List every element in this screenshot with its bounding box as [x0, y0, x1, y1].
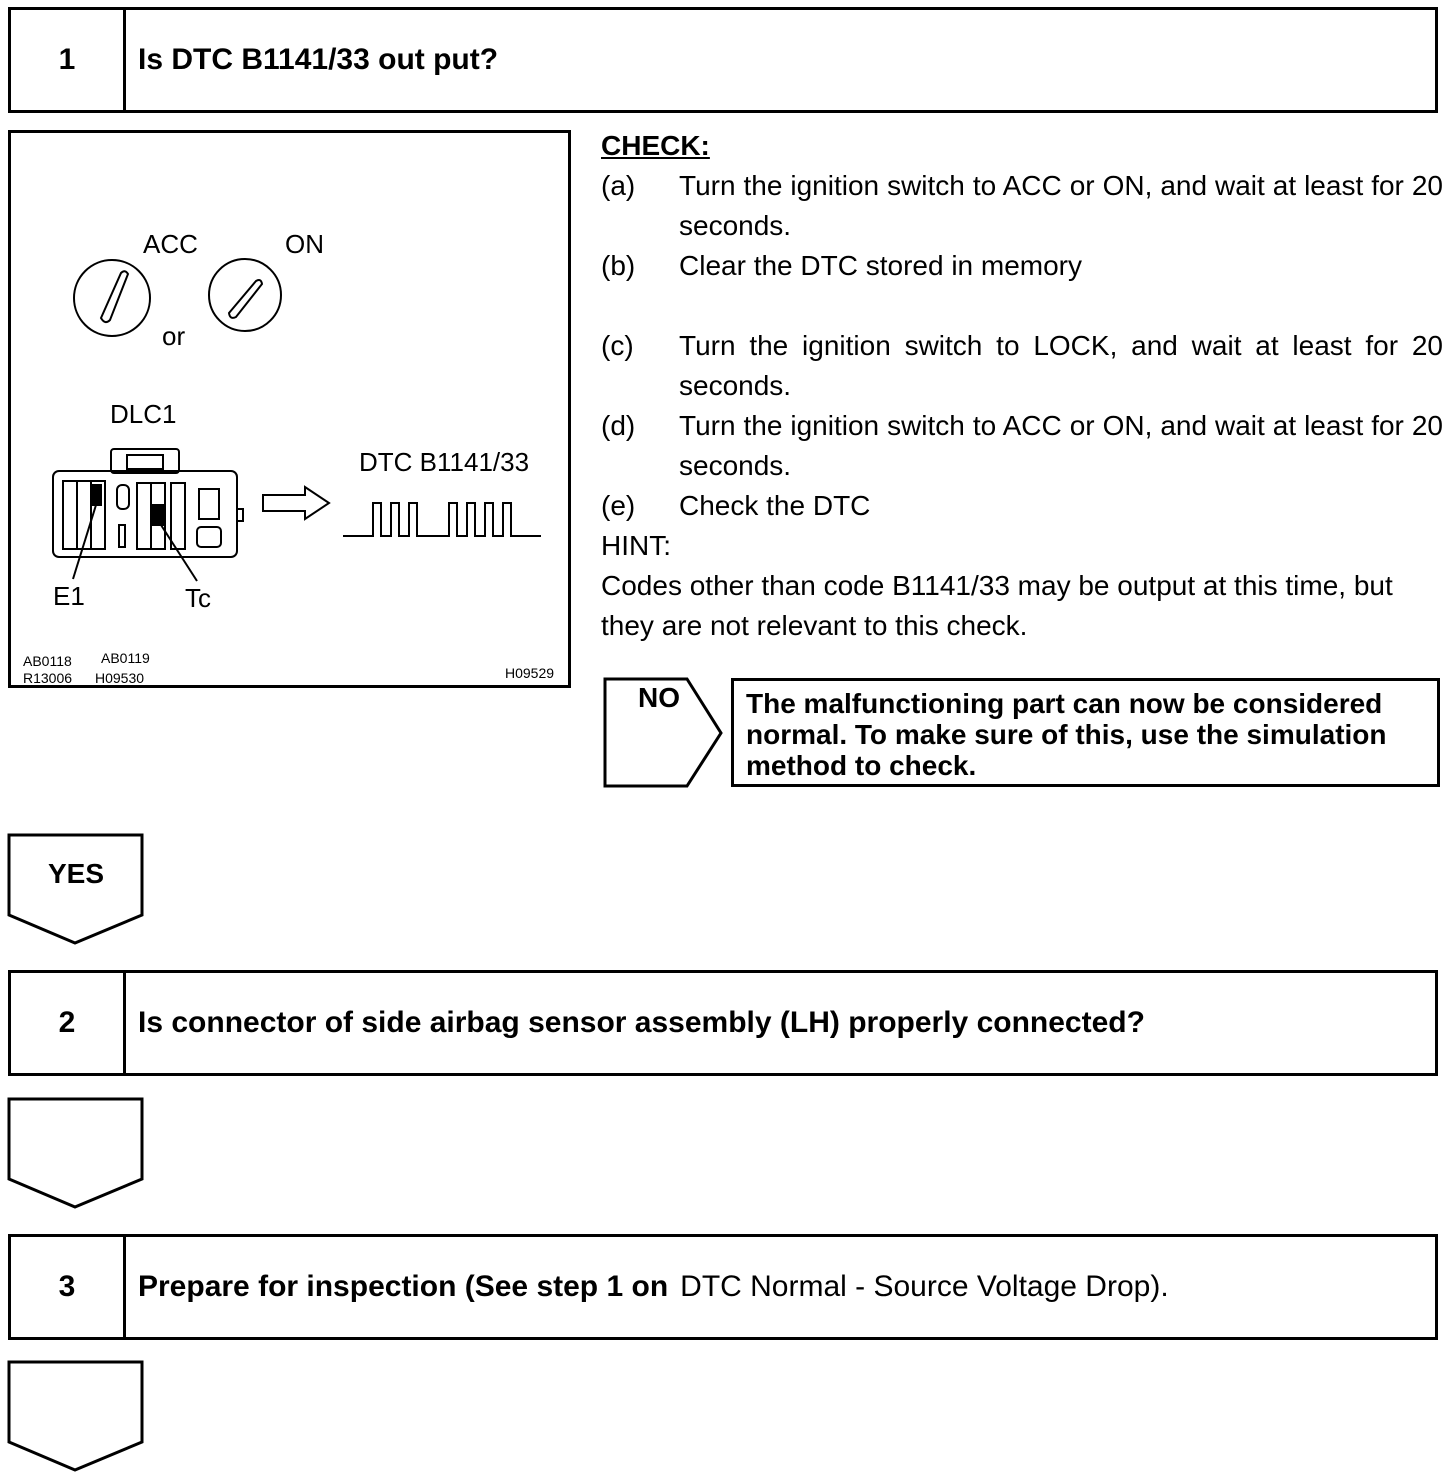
step-title: Prepare for inspection (See step 1 on DT… — [126, 1237, 1435, 1337]
step-1-box: 1 Is DTC B1141/33 out put? — [8, 7, 1438, 113]
check-item-label: (d) — [601, 410, 636, 441]
check-item-label: (e) — [601, 490, 636, 521]
check-item: (c) Turn the ignition switch to LOCK, an… — [601, 326, 1443, 406]
step-title: Is DTC B1141/33 out put? — [138, 43, 499, 76]
yes-down-arrow-icon — [7, 833, 144, 945]
ignition-key-on-icon — [208, 258, 282, 332]
down-arrow-icon — [7, 1097, 144, 1209]
dlc1-connector-icon — [52, 448, 244, 582]
check-item: (a) Turn the ignition switch to ACC or O… — [601, 166, 1443, 246]
ignition-key-acc-icon — [73, 259, 151, 337]
ref-code: R13006 — [23, 670, 72, 685]
ref-code: H09529 — [505, 665, 554, 681]
ref-code: H09530 — [95, 670, 144, 685]
check-item: (d) Turn the ignition switch to ACC or O… — [601, 406, 1443, 486]
step-number: 2 — [11, 973, 126, 1073]
step-number: 1 — [11, 10, 126, 110]
no-label: NO — [638, 682, 680, 713]
hint-label: HINT: — [601, 530, 671, 561]
check-item-label: (b) — [601, 250, 636, 281]
label-or: or — [162, 321, 185, 351]
step-3-box: 3 Prepare for inspection (See step 1 on … — [8, 1234, 1438, 1340]
down-arrow-icon — [7, 1360, 144, 1472]
label-dlc1: DLC1 — [110, 399, 176, 429]
check-heading: CHECK: — [601, 130, 710, 161]
check-item-text: Clear the DTC stored in memory — [679, 250, 1083, 281]
yes-label: YES — [47, 858, 105, 889]
right-arrow-icon — [262, 485, 331, 521]
label-dtc-code: DTC B1141/33 — [359, 447, 529, 477]
check-item-text: Turn the ignition switch to ACC or ON, a… — [679, 170, 1443, 241]
no-arrow-icon — [603, 677, 723, 788]
ref-code: AB0118 — [23, 653, 72, 669]
check-item: (b) Clear the DTC stored in memory — [601, 246, 1443, 286]
check-item-text: Check the DTC — [679, 490, 871, 521]
ref-code: AB0119 — [101, 650, 150, 666]
step-number: 3 — [11, 1237, 126, 1337]
step-2-box: 2 Is connector of side airbag sensor ass… — [8, 970, 1438, 1076]
label-on: ON — [285, 229, 324, 259]
label-e1: E1 — [53, 581, 85, 611]
label-acc: ACC — [143, 229, 198, 259]
check-item: (e) Check the DTC — [601, 486, 1443, 526]
label-tc: Tc — [185, 583, 211, 613]
hint-text: Codes other than code B1141/33 may be ou… — [601, 570, 1393, 641]
step-title-link[interactable]: DTC Normal - Source Voltage Drop). — [680, 1270, 1169, 1303]
check-section: CHECK: (a) Turn the ignition switch to A… — [601, 126, 1443, 646]
no-result-box: The malfunctioning part can now be consi… — [731, 678, 1440, 787]
illustration-figure: ACC ON or DLC1 E1 Tc D — [8, 130, 571, 688]
dtc-waveform — [343, 502, 541, 537]
check-item-text: Turn the ignition switch to LOCK, and wa… — [679, 330, 1443, 401]
check-item-text: Turn the ignition switch to ACC or ON, a… — [679, 410, 1443, 481]
check-item-label: (a) — [601, 170, 636, 201]
step-title-bold: Prepare for inspection (See step 1 on — [138, 1270, 669, 1303]
check-item-label: (c) — [601, 330, 634, 361]
step-title: Is connector of side airbag sensor assem… — [138, 1006, 1145, 1039]
